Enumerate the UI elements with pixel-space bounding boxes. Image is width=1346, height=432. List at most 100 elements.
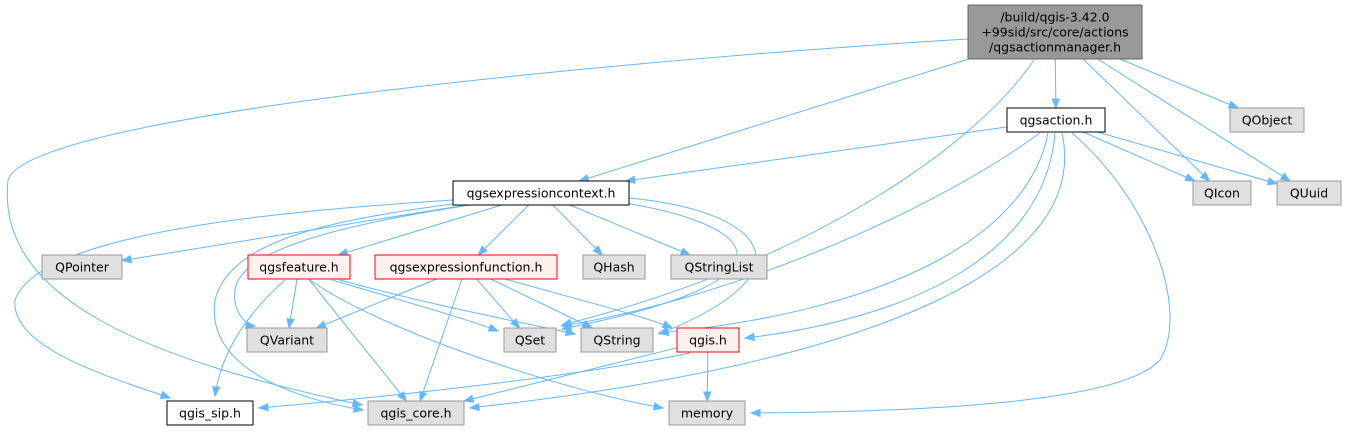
edge-qgis-to-memory — [703, 351, 712, 403]
edge-line — [1082, 58, 1210, 182]
edge-root-to-qset — [560, 59, 1035, 327]
edge-qgsaction-to-qgis — [743, 132, 1056, 342]
node-box — [580, 327, 654, 353]
node-box — [967, 4, 1143, 60]
edge-qgsaction-to-qgis_core — [468, 132, 1066, 412]
node-box — [1192, 180, 1252, 206]
node-root[interactable]: /build/qgis-3.42.0+99sid/src/core/action… — [967, 4, 1143, 60]
edge-line — [213, 202, 461, 411]
arrowhead-icon — [487, 323, 500, 332]
node-label: QStringList — [685, 260, 754, 275]
edge-root-to-qgsaction — [1051, 58, 1060, 110]
edge-line — [744, 132, 1056, 339]
arrowhead-icon — [352, 404, 365, 413]
arrowhead-icon — [592, 245, 604, 256]
edges-layer — [6, 38, 1292, 418]
edge-root-to-qicon — [1082, 58, 1211, 182]
arrowhead-icon — [477, 245, 488, 256]
node-box — [1006, 107, 1106, 133]
edge-line — [331, 279, 499, 332]
edge-qgsaction-to-memory — [749, 132, 1171, 418]
node-box — [676, 327, 740, 353]
arrowhead-icon — [510, 318, 521, 330]
node-label: QString — [593, 333, 640, 348]
edge-line — [561, 132, 1041, 327]
node-box — [374, 254, 558, 280]
node-box — [670, 254, 768, 280]
edge-line — [569, 204, 691, 256]
edge-line — [1097, 58, 1291, 182]
edge-qgsexpressionfunction-to-qstring — [490, 278, 594, 329]
node-box — [582, 254, 646, 280]
arrowhead-icon — [468, 402, 480, 412]
edge-line — [477, 204, 530, 256]
edge-root-to-qobject — [1119, 58, 1240, 109]
edge-line — [469, 132, 1066, 409]
node-label: QVariant — [260, 333, 314, 348]
edge-qgsaction-to-qset — [560, 132, 1041, 329]
edge-line — [309, 279, 664, 409]
node-label: /build/qgis-3.42.0 — [1000, 10, 1109, 25]
arrowhead-icon — [397, 390, 408, 403]
arrowhead-icon — [462, 394, 475, 403]
edge-qgis-to-qgis_core — [462, 347, 678, 403]
arrowhead-icon — [661, 320, 674, 329]
arrowhead-icon — [652, 402, 665, 411]
node-label: QIcon — [1204, 186, 1240, 201]
edge-line — [6, 38, 969, 406]
edge-qgsexpressioncontext-to-qgis_sip — [14, 199, 454, 399]
edge-qgsexpressionfunction-to-qgis — [504, 278, 674, 329]
arrowhead-icon — [245, 320, 257, 330]
edge-line — [14, 199, 454, 399]
edge-qgis-to-qgis_sip — [257, 352, 691, 412]
arrowhead-icon — [419, 390, 428, 403]
edge-line — [1083, 131, 1195, 182]
arrowhead-icon — [159, 390, 172, 399]
node-qset: QSet — [503, 327, 557, 353]
node-qgsexpressionfunction[interactable]: qgsexpressionfunction.h — [374, 254, 558, 280]
arrowhead-icon — [749, 408, 761, 418]
node-label: memory — [681, 406, 734, 421]
node-qgsexpressioncontext[interactable]: qgsexpressioncontext.h — [452, 180, 630, 206]
edge-line — [258, 352, 691, 409]
edge-qgsaction-to-quuid — [1097, 131, 1279, 186]
arrowhead-icon — [657, 326, 670, 335]
node-box — [367, 400, 465, 426]
node-qstringlist: QStringList — [670, 254, 768, 280]
node-label: QPointer — [55, 260, 110, 275]
arrowhead-icon — [1051, 98, 1060, 110]
node-label: QSet — [515, 333, 545, 348]
node-box — [1229, 107, 1305, 133]
arrowhead-icon — [1227, 100, 1240, 109]
arrowhead-icon — [351, 398, 364, 408]
arrowhead-icon — [743, 332, 755, 342]
edge-line — [476, 278, 520, 329]
edge-line — [308, 278, 407, 402]
node-box — [452, 180, 630, 206]
edge-qgsfeature-to-qgis_sip — [212, 279, 286, 398]
nodes-layer: /build/qgis-3.42.0+99sid/src/core/action… — [41, 4, 1342, 426]
node-qhash: QHash — [582, 254, 646, 280]
edge-qgsfeature-to-memory — [309, 279, 665, 411]
edge-line — [463, 347, 678, 402]
node-qgsaction[interactable]: qgsaction.h — [1006, 107, 1106, 133]
arrowhead-icon — [212, 386, 221, 398]
node-box — [668, 400, 746, 426]
edge-line — [552, 204, 603, 256]
edge-line — [338, 204, 502, 256]
node-qgis[interactable]: qgis.h — [676, 327, 740, 353]
edge-qgsexpressioncontext-to-qpointer — [120, 204, 467, 264]
edge-line — [1097, 131, 1278, 185]
edge-qgsfeature-to-qset — [331, 279, 500, 332]
node-label: qgis_sip.h — [179, 406, 241, 421]
edge-qgsaction-to-qgsexpressioncontext — [624, 126, 1008, 184]
node-memory: memory — [668, 400, 746, 426]
node-qgsfeature[interactable]: qgsfeature.h — [247, 254, 351, 280]
edge-root-to-qgsexpressioncontext — [577, 58, 969, 183]
arrowhead-icon — [679, 247, 692, 256]
node-box — [503, 327, 557, 353]
arrowhead-icon — [1199, 171, 1211, 182]
node-label: +99sid/src/core/actions — [981, 25, 1128, 40]
node-qgis_sip[interactable]: qgis_sip.h — [166, 400, 254, 426]
